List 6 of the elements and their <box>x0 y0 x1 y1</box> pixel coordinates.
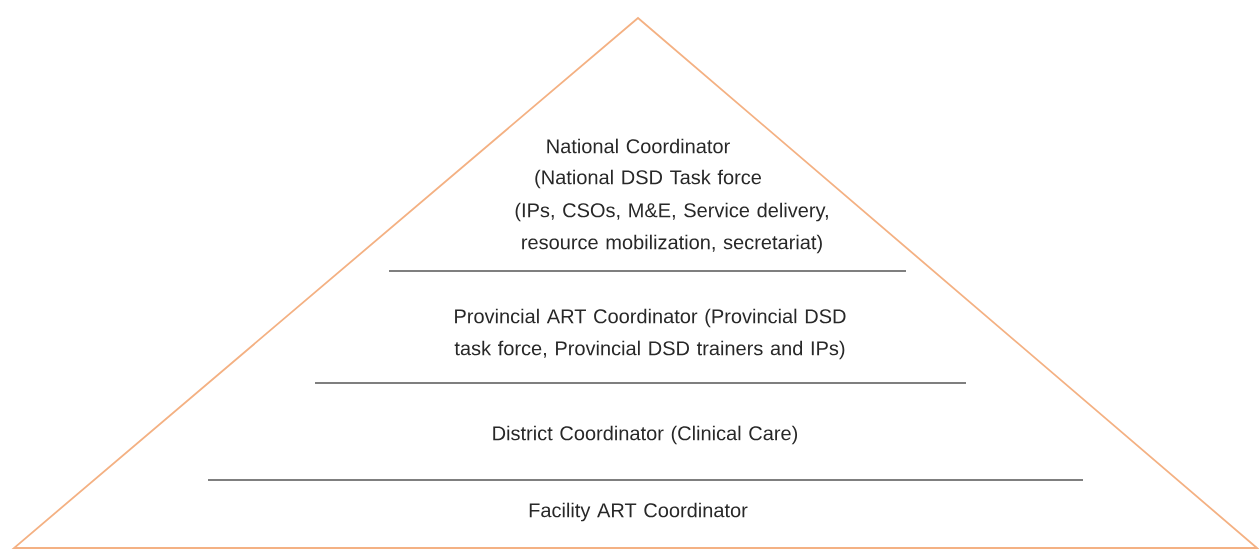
level-label: National Coordinator <box>547 138 730 154</box>
level-label: District Coordinator (Clinical Care) <box>493 425 798 445</box>
level-label: (IPs, CSOs, M&E, Service delivery, resource mobilization, secretariat) <box>515 202 828 254</box>
level-label: Facility ART Coordinator <box>529 502 748 522</box>
level-label: Provincial ART Coordinator (Provincial DSD task force, Provincial DSD trainers and IPs) <box>454 308 846 360</box>
level-label: (National DSD Task force <box>535 169 761 189</box>
